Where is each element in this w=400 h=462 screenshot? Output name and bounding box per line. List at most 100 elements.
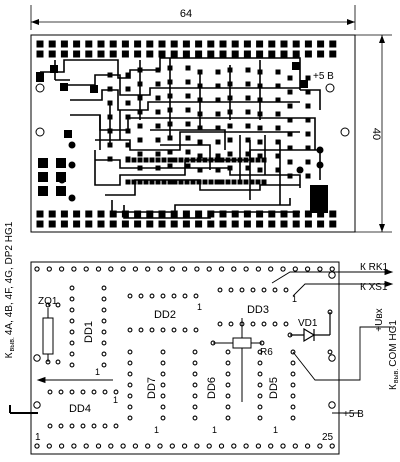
chip-pad	[143, 179, 149, 185]
edge-hole	[206, 443, 212, 449]
chip-pad	[249, 179, 255, 185]
chip-pad	[275, 111, 281, 117]
edge-hole	[194, 266, 200, 272]
chip-pad	[305, 89, 311, 95]
chip-pad	[257, 153, 263, 159]
chip-pad	[275, 139, 281, 145]
edge-pad	[231, 210, 239, 218]
chip-pad	[125, 142, 131, 148]
edge-hole	[268, 443, 274, 449]
socket-hole	[91, 389, 97, 395]
edge-hole	[157, 266, 163, 272]
socket-hole	[127, 382, 133, 388]
socket-hole	[225, 349, 231, 355]
chip-pad	[155, 123, 161, 129]
chip-pad	[215, 83, 221, 89]
socket-hole	[217, 321, 223, 327]
edge-hole	[317, 266, 323, 272]
edge-pad	[219, 220, 227, 228]
dimension-width: 64	[30, 5, 356, 30]
edge-pad	[243, 50, 251, 58]
chip-pad	[215, 111, 221, 117]
chip-pad	[287, 145, 293, 151]
edge-pad	[280, 40, 288, 48]
socket-hole	[225, 371, 231, 377]
edge-hole	[58, 266, 65, 272]
chip-label-dd4: DD4	[69, 403, 91, 415]
edge-pad	[48, 40, 56, 48]
component-hole	[55, 359, 61, 365]
edge-pad	[109, 220, 117, 228]
edge-hole	[169, 443, 175, 449]
edge-hole	[108, 266, 114, 272]
chip-pad	[185, 65, 191, 71]
chip-pad	[125, 179, 131, 185]
chip-pad	[107, 86, 113, 92]
chip-pad	[184, 179, 190, 185]
chip-pad	[155, 109, 161, 115]
edge-hole	[71, 266, 77, 272]
chip-pad	[305, 159, 311, 165]
edge-pad	[195, 210, 203, 218]
edge-hole	[145, 443, 151, 449]
edge-pad	[97, 50, 105, 58]
socket-hole	[160, 404, 166, 410]
edge-pad	[268, 220, 276, 228]
bottom-view-pads	[34, 266, 335, 449]
edge-pad	[73, 50, 81, 58]
socket-hole	[160, 415, 166, 421]
edge-pad	[317, 40, 325, 48]
label-to-com-hg1: Квыв.COM HG1	[388, 320, 400, 390]
chip-pad	[245, 109, 251, 115]
chip-pad	[275, 97, 281, 103]
socket-hole	[80, 423, 86, 429]
board-pin1: 1	[35, 432, 41, 443]
edge-pad	[329, 50, 337, 58]
power-label-top: +5 В	[313, 71, 334, 82]
chip-pad	[125, 86, 131, 92]
edge-pad	[121, 220, 129, 228]
chip-pad	[125, 157, 131, 163]
edge-hole	[83, 266, 89, 272]
edge-pad	[280, 220, 288, 228]
socket-hole	[290, 404, 296, 410]
edge-pad	[170, 220, 178, 228]
socket-hole	[69, 340, 75, 346]
socket-hole	[193, 293, 199, 299]
socket-hole	[138, 293, 144, 299]
top-side-vias	[58, 141, 324, 202]
edge-pad	[60, 50, 68, 58]
edge-hole	[71, 443, 77, 449]
socket-hole	[283, 321, 289, 327]
edge-pad	[134, 210, 142, 218]
pin1-dd7: 1	[154, 425, 159, 435]
edge-pad	[146, 40, 154, 48]
socket-hole	[101, 296, 107, 302]
chip-pad	[167, 149, 173, 155]
edge-pad	[329, 210, 337, 218]
chip-pad	[178, 157, 184, 163]
chip-pad	[167, 157, 173, 163]
edge-pad	[85, 220, 93, 228]
chip-pad	[215, 97, 221, 103]
chip-pad	[215, 153, 221, 159]
edge-pad	[146, 210, 154, 218]
chip-pad	[305, 103, 311, 109]
socket-hole	[290, 371, 296, 377]
chip-pad	[219, 179, 225, 185]
chip-pad	[196, 179, 202, 185]
socket-hole	[69, 318, 75, 324]
edge-pad	[36, 220, 44, 228]
socket-hole	[102, 423, 108, 429]
chip-pad	[167, 179, 173, 185]
socket-hole	[101, 285, 107, 291]
chip-pad	[261, 157, 267, 163]
chip-pad	[287, 103, 293, 109]
chip-pad	[155, 95, 161, 101]
edge-hole	[255, 443, 262, 449]
edge-hole	[329, 443, 335, 449]
top-board-outline	[30, 34, 356, 233]
socket-hole	[225, 360, 231, 366]
socket-hole	[257, 382, 263, 388]
chip-pad	[197, 139, 203, 145]
